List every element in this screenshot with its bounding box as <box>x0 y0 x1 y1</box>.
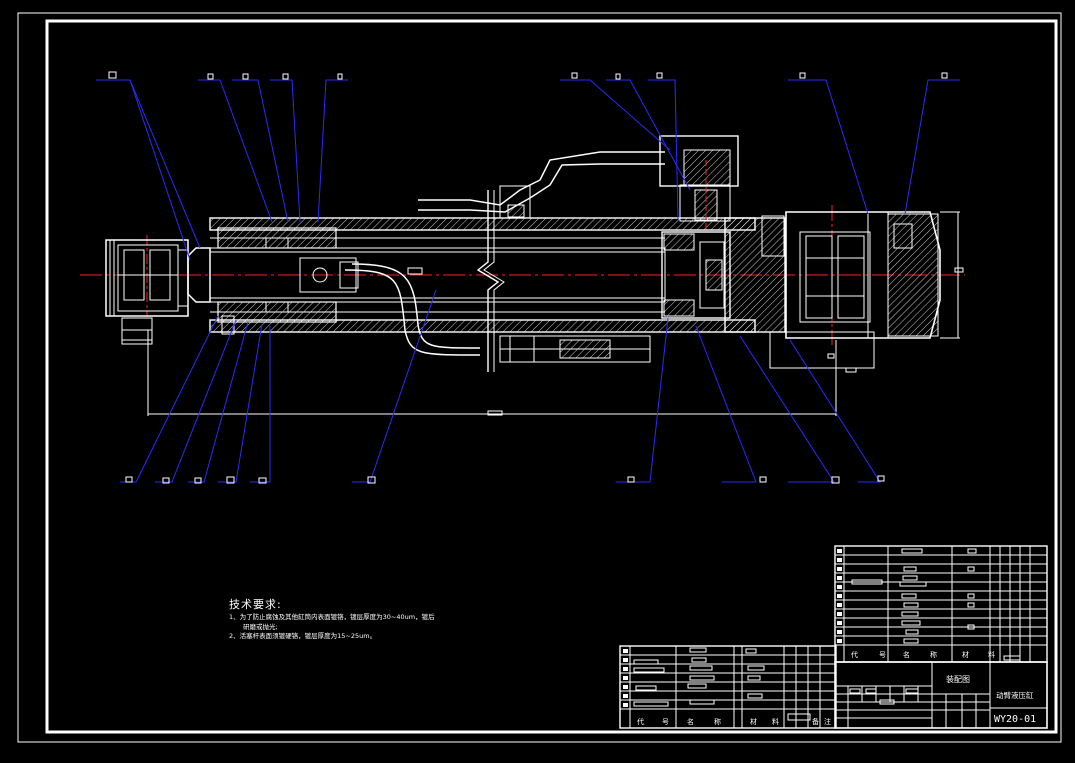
parts-header-right-4: 材 <box>962 651 969 659</box>
piston-rod <box>209 247 666 303</box>
parts-list-left <box>619 645 837 729</box>
rod-end-eye <box>105 239 189 345</box>
leader-lines <box>96 79 960 483</box>
parts-header-left-3: 称 <box>714 718 721 726</box>
parts-header-right-1: 号 <box>879 651 886 659</box>
inner-frame <box>45 19 1058 734</box>
parts-header-right-2: 名 <box>903 651 910 659</box>
end-cap <box>724 215 786 333</box>
parts-header-left-0: 代 <box>637 718 644 726</box>
parts-header-left-2: 名 <box>687 718 694 726</box>
parts-header-left-4: 材 <box>750 718 757 726</box>
parts-list-right <box>834 545 1048 663</box>
drawing-name: 装配图 <box>946 675 970 684</box>
product-name: 动臂液压缸 <box>996 691 1034 700</box>
drawing-code: WY20-01 <box>994 714 1037 725</box>
technical-requirement-1-continued: 研磨或抛光; <box>243 623 278 631</box>
title-block <box>834 661 1048 729</box>
rear-eye <box>769 211 941 373</box>
parts-header-left-7: 注 <box>824 718 831 726</box>
parts-header-left-1: 号 <box>662 718 669 726</box>
technical-requirement-1: 1、为了防止腐蚀及其他缸筒内表面镀铬，镀层厚度为30~40um，镀后 <box>229 613 435 621</box>
oil-pipe-upper <box>418 151 665 206</box>
parts-list-left-numbers <box>623 649 628 707</box>
cylinder-head <box>217 227 359 335</box>
valve-block <box>659 135 739 230</box>
oil-pipe-lower <box>344 269 481 356</box>
parts-header-right-3: 称 <box>930 651 937 659</box>
technical-requirements-title: 技术要求: <box>229 598 282 611</box>
parts-header-right-0: 代 <box>851 651 858 659</box>
parts-list-right-numbers <box>837 549 842 643</box>
part-balloons <box>108 71 948 484</box>
outer-border <box>17 12 1062 743</box>
break-line <box>476 190 500 372</box>
piston <box>661 231 731 319</box>
parts-header-left-5: 料 <box>772 718 779 726</box>
cylinder-assembly <box>105 135 964 416</box>
parts-header-left-6: 备 <box>812 718 819 726</box>
parts-header-right-5: 料 <box>988 651 995 659</box>
technical-requirement-2: 2、活塞杆表面须镀硬铬，镀层厚度为15~25um。 <box>229 632 377 640</box>
